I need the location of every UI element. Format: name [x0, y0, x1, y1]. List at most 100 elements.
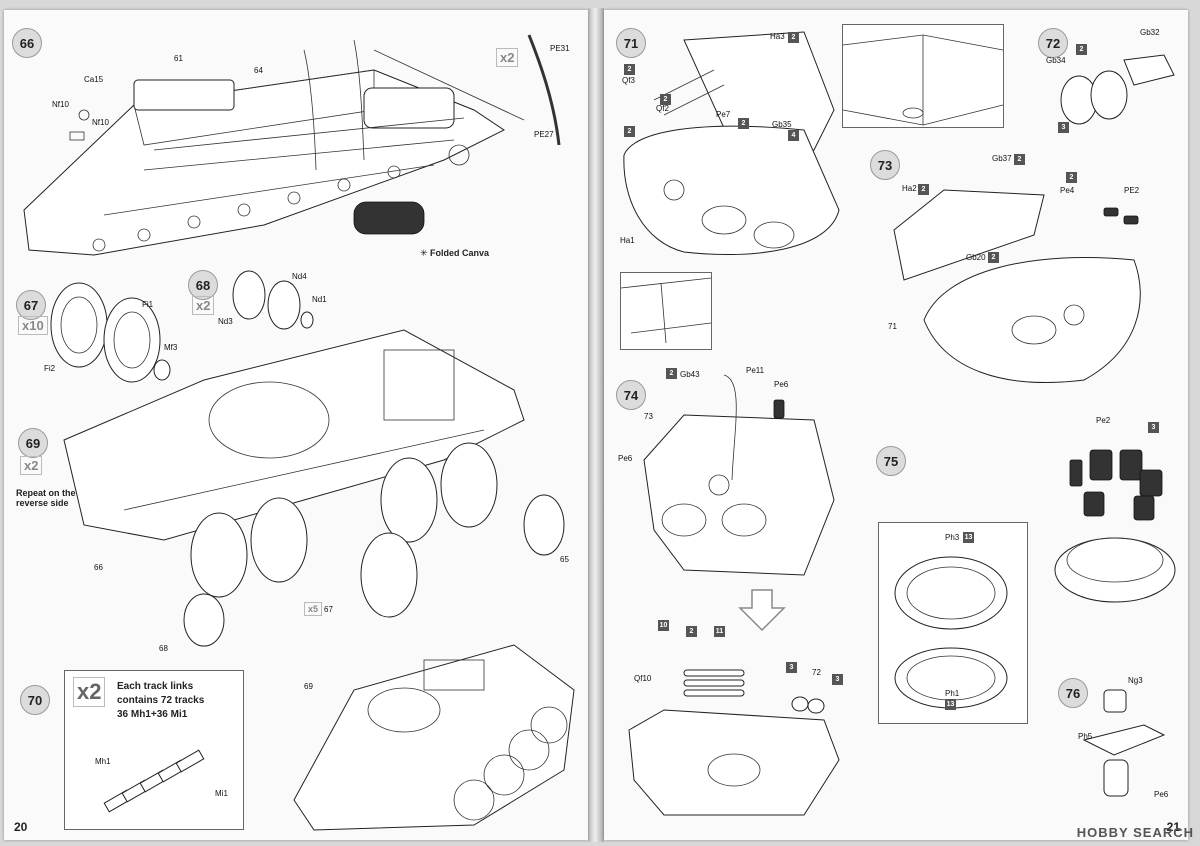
idler-wheel-drawing	[232, 270, 314, 330]
label-gb43: Gb43	[680, 370, 700, 379]
turret-ring-box: Ph3 13 Ph1 13	[878, 522, 1028, 724]
turret-shell-drawing	[623, 31, 840, 256]
label-nd3: Nd3	[218, 317, 233, 326]
sprue-o11: 11	[714, 626, 725, 637]
step-76-badge: 76	[1058, 678, 1088, 708]
label-gb20: Gb20	[966, 253, 986, 262]
label-mf3: Mf3	[164, 343, 178, 352]
sprue-d4: 4	[788, 130, 799, 141]
ref-73: 73	[644, 412, 653, 421]
step-71-badge: 71	[616, 28, 646, 58]
interior-detail-drawing	[620, 277, 712, 344]
label-pe6-b: Pe6	[618, 454, 633, 463]
periscope-drawing	[1082, 689, 1166, 797]
repeat-note: Repeat on the reverse side	[16, 488, 76, 508]
pe-parts-ring-drawing	[1054, 449, 1176, 603]
watermark: HOBBY SEARCH	[1076, 825, 1194, 840]
sprue-h2: 2	[1014, 154, 1025, 165]
label-gb35: Gb35	[772, 120, 792, 129]
track-links-drawing	[103, 749, 205, 813]
label-ph3: Ph3	[945, 533, 960, 542]
step-75-badge: 75	[876, 446, 906, 476]
step-70-badge: 70	[20, 685, 50, 715]
tracks-line-1: Each track links	[117, 681, 194, 692]
label-pe6-c: Pe6	[1154, 790, 1169, 799]
hull-wheels-drawing	[63, 329, 565, 647]
book-spine	[588, 8, 604, 842]
ref-65: 65	[560, 555, 569, 564]
ref-71: 71	[888, 322, 897, 331]
multiplier-x2-step69: x2	[20, 456, 43, 475]
tracks-line-2: contains 72 tracks	[117, 695, 205, 706]
ref-61: 61	[174, 54, 183, 63]
sprue-r13: 13	[963, 532, 974, 543]
multiplier-x2-pe: x2	[496, 48, 519, 67]
label-qf2: Qf2	[656, 104, 669, 113]
label-ph1: Ph1	[945, 689, 960, 698]
label-pe6-a: Pe6	[774, 380, 789, 389]
ref-64: 64	[254, 66, 263, 75]
label-gb34: Gb34	[1046, 56, 1066, 65]
sprue-n2: 2	[686, 626, 697, 637]
label-qf10: Qf10	[634, 674, 652, 683]
step-74-badge: 74	[616, 380, 646, 410]
turret-hatch-assembly-drawing	[893, 189, 1141, 383]
label-fi1: Fi1	[142, 300, 154, 309]
label-pe27: PE27	[534, 130, 554, 139]
label-nd1: Nd1	[312, 295, 327, 304]
left-page: 66 61 64 Ca15 Nf10 Nf10 x2 PE31 PE27 ✳ F…	[4, 10, 588, 840]
ref-69: 69	[304, 682, 313, 691]
label-ha3: Ha3	[770, 32, 785, 41]
tracks-line-3: 36 Mh1+36 Mi1	[117, 709, 188, 720]
ref-72: 72	[812, 668, 821, 677]
multiplier-x10: x10	[18, 316, 48, 335]
road-wheel-drawing	[50, 282, 171, 383]
label-ca15: Ca15	[84, 75, 104, 84]
track-links-box: x2 Each track links contains 72 tracks 3…	[64, 670, 244, 830]
label-mh1: Mh1	[95, 757, 111, 766]
label-qf3: Qf3	[622, 76, 635, 85]
step-72-badge: 72	[1038, 28, 1068, 58]
ammo-and-turret-drawing	[628, 669, 840, 816]
sprue-f2: 2	[624, 126, 635, 137]
label-ha2: Ha2	[902, 184, 917, 193]
multiplier-x5: x5	[304, 602, 323, 616]
detail-box-hatch	[842, 24, 1004, 128]
hull-complete-drawing	[293, 644, 575, 831]
label-pe2-a: PE2	[1124, 186, 1140, 195]
detail-box-interior	[620, 272, 712, 350]
sprue-g3: 3	[1058, 122, 1069, 133]
folded-canva-note: ✳ Folded Canva	[420, 248, 490, 258]
hatch-detail-drawing	[842, 34, 1004, 126]
ref-66: 66	[94, 563, 103, 572]
label-nf10-b: Nf10	[92, 118, 109, 127]
sprue-s13: 13	[945, 699, 956, 710]
page-number-left: 20	[14, 820, 28, 834]
label-pe7: Pe7	[716, 110, 731, 119]
step-66-badge: 66	[12, 28, 42, 58]
label-pe31: PE31	[550, 44, 570, 53]
sprue-j2: 2	[1066, 172, 1077, 183]
label-nd4: Nd4	[292, 272, 307, 281]
sprue-q2: 3	[832, 674, 843, 685]
sprue-c2: 2	[660, 94, 671, 105]
step-68-badge: 68	[188, 270, 218, 300]
ref-67: 67	[324, 605, 333, 614]
sprue-p3: 3	[786, 662, 797, 673]
sprue-k2: 2	[988, 252, 999, 263]
turret-ring-drawing	[894, 556, 1008, 709]
step-73-badge: 73	[870, 150, 900, 180]
asterisk-icon: ✳	[420, 248, 431, 258]
sprue-b2: 2	[624, 64, 635, 75]
label-pe2-b: Pe2	[1096, 416, 1111, 425]
label-pe4: Pe4	[1060, 186, 1075, 195]
label-ph5: Ph5	[1078, 732, 1093, 741]
label-mi1: Mi1	[215, 789, 228, 798]
ref-68: 68	[159, 644, 168, 653]
vision-block-drawing	[1060, 54, 1175, 125]
label-pe11: Pe11	[746, 366, 765, 375]
sprue-g2: 2	[1076, 44, 1087, 55]
page-number-right: 21	[1166, 820, 1180, 834]
sprue-i2: 2	[918, 184, 929, 195]
label-ng3: Ng3	[1128, 676, 1143, 685]
